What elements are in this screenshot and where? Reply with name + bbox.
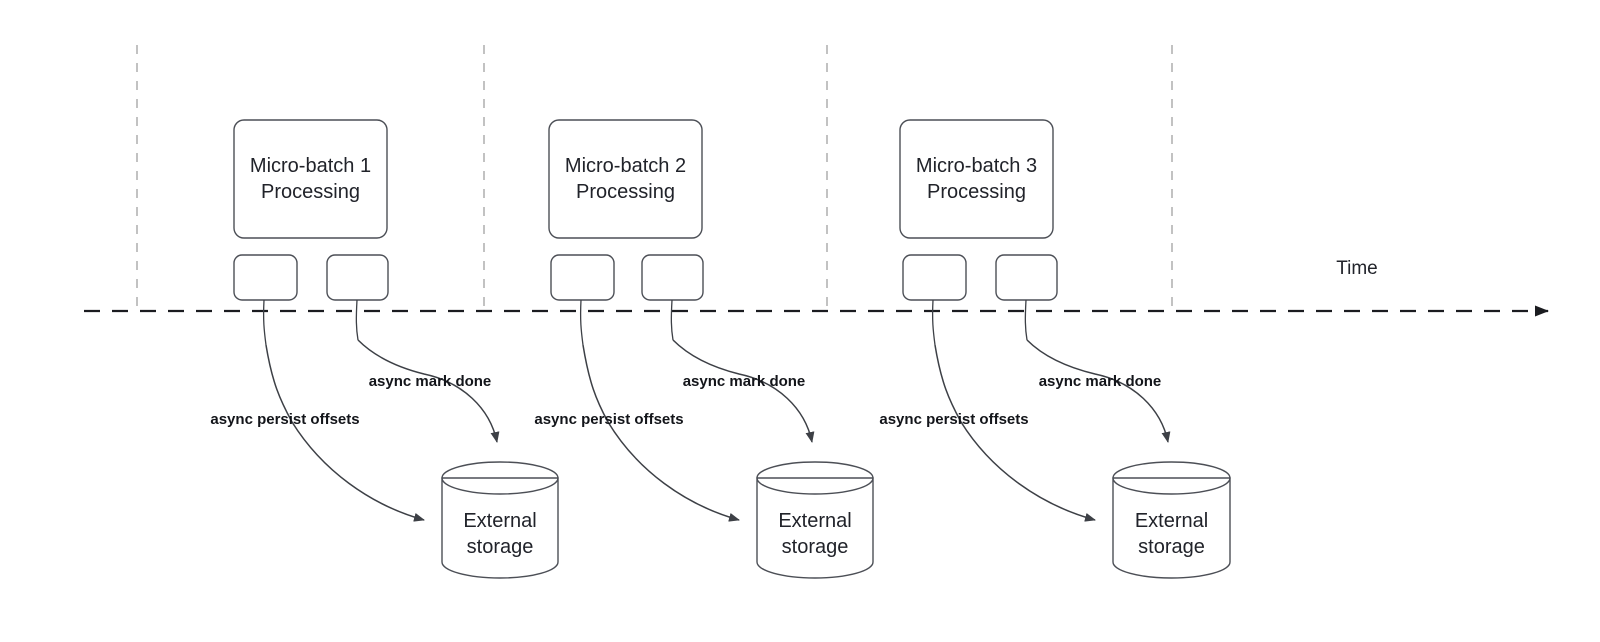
storage-cylinder-body [1112,477,1231,579]
process-box-label-line1: Micro-batch 2 [565,155,686,177]
process-box-label-line2: Processing [261,181,360,203]
mb1-async-mark-done-label: async mark done [369,373,492,390]
process-box-label-line1: Micro-batch 1 [250,155,371,177]
mb2-async-persist-offsets-label: async persist offsets [534,411,683,428]
storage-label-line2: storage [467,536,534,558]
mb2-async-mark-done-arrow [672,339,815,443]
mb2-task-b-stem [670,299,674,341]
mb1-task-box-b[interactable] [326,254,389,301]
mb2-task-box-a[interactable] [550,254,615,301]
mb1-task-b-stem [355,299,359,341]
mb1-task-a-stem [262,299,267,346]
mb2-task-box-b[interactable] [641,254,704,301]
storage-label-line2: storage [782,536,849,558]
micro-batch-3-external-storage[interactable]: External storage [1112,461,1231,579]
storage-cylinder-top [441,461,559,495]
storage-label-line1: External [463,510,536,532]
mb3-async-mark-done-arrow [1026,339,1171,443]
storage-cylinder-top [756,461,874,495]
mb3-task-box-a[interactable] [902,254,967,301]
micro-batch-2-process-box[interactable]: Micro-batch 2 Processing [548,119,703,239]
mb2-async-persist-offsets-arrow [582,344,740,522]
mb1-async-mark-done-arrow [357,339,500,443]
storage-label-line1: External [1135,510,1208,532]
mb3-async-mark-done-label: async mark done [1039,373,1162,390]
micro-batch-1-process-box[interactable]: Micro-batch 1 Processing [233,119,388,239]
process-box-rect [899,119,1054,239]
time-axis-label: Time [1336,258,1378,279]
mb3-async-persist-offsets-label: async persist offsets [879,411,1028,428]
mb1-async-persist-offsets-label: async persist offsets [210,411,359,428]
micro-batch-3-group: Micro-batch 3 Processing async persist o… [879,119,1231,579]
mb2-async-mark-done-label: async mark done [683,373,806,390]
micro-batch-2-external-storage[interactable]: External storage [756,461,874,579]
micro-batch-1-external-storage[interactable]: External storage [441,461,559,579]
storage-label-line1: External [778,510,851,532]
storage-cylinder-body [441,477,559,579]
micro-batch-2-group: Micro-batch 2 Processing async persist o… [534,119,874,579]
process-box-label-line1: Micro-batch 3 [916,155,1037,177]
storage-cylinder-body [756,477,874,579]
process-box-rect [548,119,703,239]
mb1-async-persist-offsets-arrow [265,344,425,522]
time-axis: Time [84,258,1549,317]
process-box-label-line2: Processing [927,181,1026,203]
mb3-task-box-b[interactable] [995,254,1058,301]
process-box-rect [233,119,388,239]
storage-cylinder-top [1112,461,1231,495]
mb1-task-box-a[interactable] [233,254,298,301]
process-box-label-line2: Processing [576,181,675,203]
micro-batch-1-group: Micro-batch 1 Processing async persist o… [210,119,559,579]
storage-label-line2: storage [1138,536,1205,558]
timeline-tick-lines [136,45,1173,311]
mb3-task-a-stem [931,299,936,346]
mb2-task-a-stem [579,299,584,346]
mb3-async-persist-offsets-arrow [934,344,1096,522]
micro-batch-3-process-box[interactable]: Micro-batch 3 Processing [899,119,1054,239]
mb3-task-b-stem [1024,299,1028,341]
